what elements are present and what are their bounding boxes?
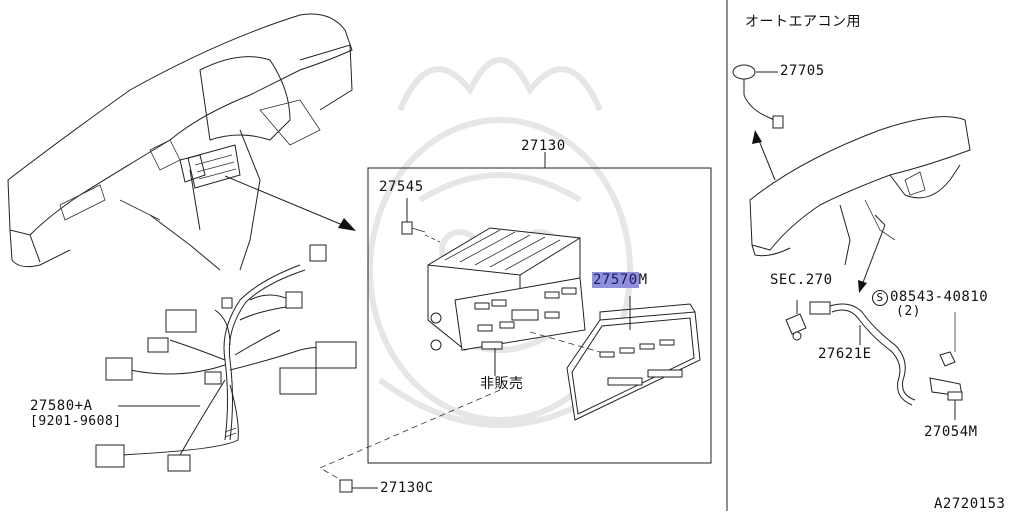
arrow-dash-to-panel: [224, 175, 356, 231]
label-27621e: 27621E: [818, 346, 872, 362]
label-27130c: 27130C: [380, 480, 434, 496]
wiring-harness: [95, 244, 357, 472]
screw-27130c: [339, 479, 378, 493]
diagram-ref-code: A2720153: [934, 496, 1006, 512]
dashboard-drawing: [7, 13, 353, 271]
bolt-s-symbol: S: [872, 290, 888, 306]
screw-27545: [401, 198, 441, 243]
label-27054m: 27054M: [924, 424, 978, 440]
label-bolt-qty: (2): [896, 304, 921, 319]
highlighted-part-number[interactable]: 27570: [592, 272, 639, 288]
arrow-sensor: [752, 130, 776, 181]
label-27545: 27545: [379, 179, 424, 195]
label-27705: 27705: [780, 63, 825, 79]
label-27570m: 27570M: [592, 272, 648, 288]
dashed-guide-bezel: [529, 331, 601, 353]
label-27580a: 27580+A: [30, 398, 93, 414]
control-unit: [427, 227, 586, 351]
hose-assembly: [785, 300, 963, 420]
assembly-box: [367, 152, 712, 464]
dashed-guide-27130c: [319, 389, 501, 486]
label-27130: 27130: [521, 138, 566, 154]
bolt-part-number: 08543-40810: [890, 289, 989, 305]
sensor-27705: [732, 64, 784, 129]
auto-aircon-note: オートエアコン用: [745, 14, 861, 30]
part-suffix: M: [638, 272, 648, 288]
face-bezel: [566, 303, 701, 421]
arrow-hose: [858, 224, 886, 293]
label-not-sold: 非販売: [480, 376, 524, 392]
label-harness-dates: [9201-9608]: [30, 414, 122, 429]
label-sec-270: SEC.270: [770, 272, 833, 288]
dashboard-small: [749, 116, 971, 266]
